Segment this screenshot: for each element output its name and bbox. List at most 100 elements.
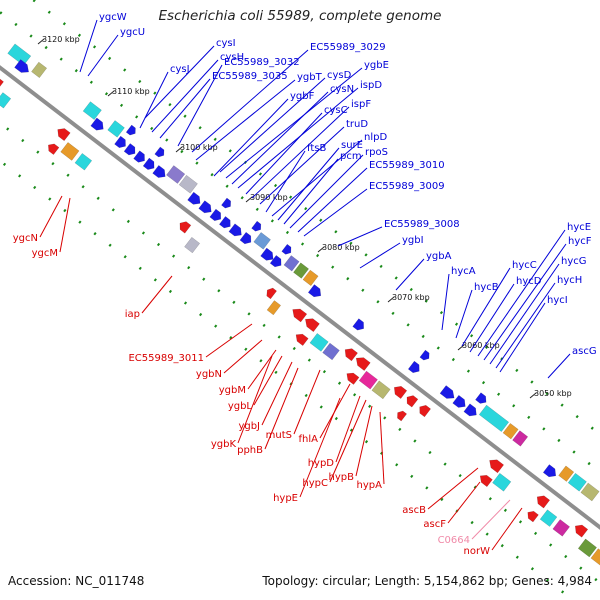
callout-line	[191, 49, 309, 153]
gene-label: cysI	[216, 38, 236, 49]
forward-gene-arrow	[475, 392, 487, 404]
forward-gene-arrow	[123, 143, 136, 156]
gene-callout: hypB	[329, 405, 373, 483]
reverse-gene-arrow	[536, 495, 551, 509]
forward-gene-arrow	[452, 394, 466, 408]
forward-gene-arrow	[239, 231, 252, 245]
gene-label: EC55989_3010	[369, 160, 445, 171]
forward-gene-arrow	[125, 124, 136, 136]
gene-label: ascF	[423, 519, 446, 530]
tick-mark	[529, 392, 537, 399]
gene-label: ygbK	[211, 439, 237, 450]
callout-line	[337, 226, 383, 247]
callout-line	[289, 154, 364, 229]
forward-gene-arrow	[221, 197, 231, 209]
callout-line	[144, 45, 215, 119]
callout-line	[251, 106, 350, 199]
callout-line	[259, 126, 345, 205]
gene-callout: ygbE	[225, 60, 389, 179]
callout-line	[231, 91, 329, 185]
forward-gene-box	[567, 472, 587, 492]
callout-line	[303, 188, 368, 237]
gene-callout: ygbA	[395, 251, 452, 291]
forward-gene-box	[293, 262, 310, 279]
tick-mark	[107, 90, 115, 97]
reverse-gene-box	[322, 342, 340, 361]
tick-mark	[317, 246, 325, 253]
gene-callout: ygcN	[13, 195, 63, 244]
callout-line	[79, 19, 98, 73]
gene-label: hycG	[561, 256, 587, 267]
tick-mark	[245, 196, 253, 203]
callout-line	[461, 267, 511, 347]
gene-label: surE	[341, 140, 363, 151]
gene-callout: hycE	[477, 222, 591, 357]
reverse-gene-arrow	[0, 78, 4, 87]
forward-gene-arrow	[14, 59, 29, 73]
gene-callout: ygcU	[87, 27, 145, 77]
gene-callout: hycA	[441, 266, 476, 331]
reverse-gene-box	[577, 538, 597, 558]
tick-label: 3120 kbp	[42, 35, 80, 44]
callout-line	[495, 282, 556, 369]
gene-label: EC55989_3035	[212, 71, 288, 82]
callout-line	[139, 71, 169, 129]
tick-5: 3080 kbp	[317, 243, 360, 253]
gene-callout: ftsB	[265, 143, 326, 213]
gene-label: ascG	[572, 346, 597, 357]
forward-gene-arrow	[187, 191, 201, 205]
reverse-gene-arrow	[179, 221, 192, 234]
forward-gene-box	[558, 465, 575, 482]
callout-line	[471, 499, 511, 540]
gene-label: ygcN	[13, 233, 38, 244]
callout-line	[395, 258, 425, 291]
reverse-gene-box	[590, 548, 600, 566]
callout-line	[283, 158, 339, 225]
gene-callout: surE	[277, 140, 363, 221]
callout-line	[245, 112, 323, 195]
gene-label: C0664	[438, 535, 470, 546]
callout-line	[329, 399, 367, 483]
forward-gene-arrow	[133, 150, 145, 163]
callout-line	[151, 59, 219, 133]
tick-4: 3090 kbp	[245, 193, 288, 203]
gene-label: hypD	[308, 458, 335, 469]
callout-line	[427, 467, 479, 510]
gene-label: ygbA	[426, 251, 452, 262]
gene-label: cysJ	[170, 64, 190, 75]
gene-callout: rpoS	[289, 147, 388, 229]
gene-callouts: ygcWygcUcysIcysJcysHEC55989_3035EC55989_…	[13, 12, 597, 557]
tick-label: 3100 kbp	[180, 143, 218, 152]
callout-line	[489, 263, 560, 365]
forward-gene-arrow	[152, 164, 166, 178]
gene-label: EC55989_3011	[128, 353, 204, 364]
gene-callout: hypC	[302, 399, 367, 489]
gene-callout: hypA	[357, 411, 385, 491]
backbone	[0, 65, 600, 530]
reverse-gene-arrow	[57, 128, 71, 142]
tick-1: 3120 kbp	[37, 35, 80, 45]
forward-gene-arrow	[218, 216, 231, 229]
gene-label: pcm	[340, 151, 362, 162]
tick-mark	[175, 146, 183, 153]
forward-gene-box	[283, 255, 300, 272]
gene-callout: ygbJ	[238, 361, 293, 432]
gene-callout: ascB	[402, 467, 479, 516]
callout-line	[237, 355, 273, 444]
gene-label: ftsB	[307, 143, 326, 154]
reverse-gene-box	[74, 152, 93, 171]
gene-label: hycE	[567, 222, 591, 233]
backbone-line	[0, 65, 600, 530]
gene-callout: hypD	[308, 395, 361, 469]
gene-label: pphB	[237, 445, 263, 456]
gene-label: hypC	[302, 478, 328, 489]
forward-gene-arrow	[419, 349, 430, 361]
callout-line	[141, 275, 173, 314]
reverse-gene-box	[184, 236, 201, 254]
gene-label: rpoS	[365, 147, 388, 158]
tick-label: 3090 kbp	[250, 193, 288, 202]
forward-gene-box	[166, 165, 186, 184]
forward-gene-box	[253, 232, 271, 250]
callout-line	[355, 405, 373, 477]
gene-label: hycF	[568, 236, 592, 247]
